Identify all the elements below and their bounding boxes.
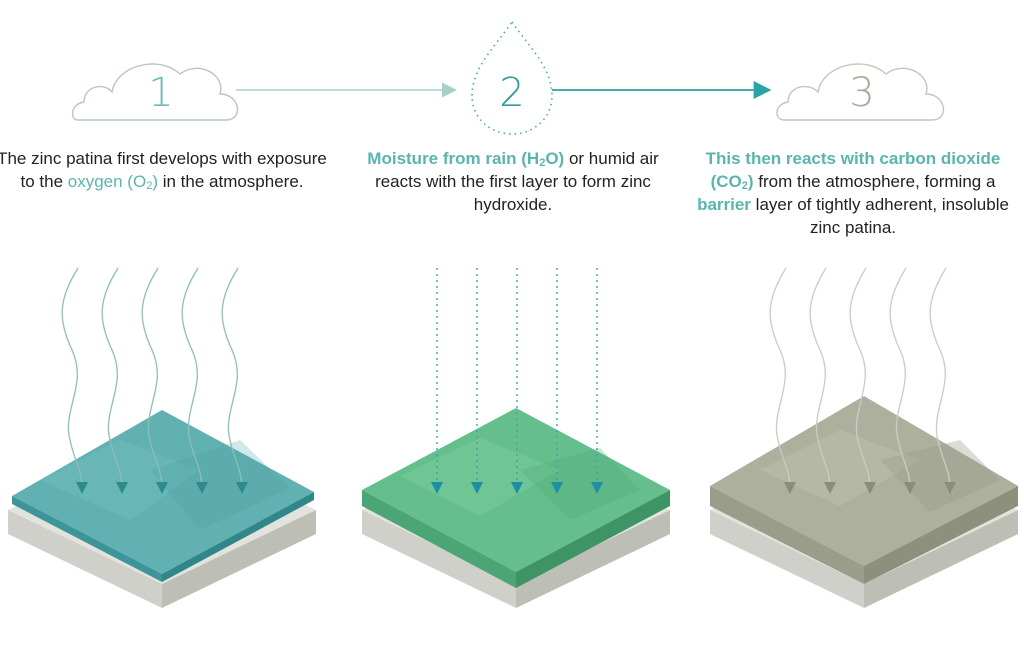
cloud-icon [776, 63, 945, 121]
panel-1-oxygen-arrows [61, 267, 243, 489]
moisture-highlight: Moisture from rain (H2O) [367, 149, 565, 169]
step-3-number: 3 [849, 70, 874, 116]
step-2-text-part: or humid air reacts with the first layer… [375, 149, 659, 214]
step-1-description: The zinc patina first develops with expo… [0, 147, 327, 193]
wavy-arrow-icon [929, 267, 951, 489]
panel-2-arrowheads [431, 482, 603, 494]
panel-3-co2-arrows [769, 267, 951, 489]
step-3-description: This then reacts with carbon dioxide (CO… [688, 147, 1018, 239]
wavy-arrow-icon [141, 267, 163, 489]
barrier-highlight: barrier [697, 195, 751, 214]
step-1-cloud: 1 [71, 63, 239, 121]
panel-3-arrowheads [784, 482, 956, 494]
step-2-description: Moisture from rain (H2O) or humid air re… [348, 147, 678, 216]
step-2-drop: 2 [471, 20, 553, 135]
wavy-arrow-icon [769, 267, 791, 489]
wavy-arrow-icon [889, 267, 911, 489]
wavy-arrow-icon [849, 267, 871, 489]
step-1-text-part: in the atmosphere. [157, 172, 304, 191]
wavy-arrow-icon [221, 267, 243, 489]
step-2-number: 2 [499, 70, 524, 116]
step-3-text-part: from the atmosphere, forming a [753, 172, 996, 191]
wavy-arrow-icon [61, 267, 83, 489]
co2-highlight: This then reacts with carbon dioxide (CO… [705, 149, 1001, 192]
panel-1-arrowheads [76, 482, 248, 494]
step-1-text-part: The zinc patina first develops with expo… [0, 149, 327, 191]
panel-2-hydroxide-layer [362, 408, 670, 588]
wavy-arrow-icon [809, 267, 831, 489]
cloud-icon [71, 63, 239, 121]
oxygen-highlight: oxygen (O2) [67, 172, 158, 192]
wavy-arrow-icon [101, 267, 123, 489]
panel-3-carbonate-layer [710, 396, 1018, 584]
step-3-text-part: layer of tightly adherent, insoluble zin… [750, 195, 1009, 237]
step-3-cloud: 3 [776, 63, 945, 121]
step-1-number: 1 [148, 70, 173, 116]
wavy-arrow-icon [181, 267, 203, 489]
